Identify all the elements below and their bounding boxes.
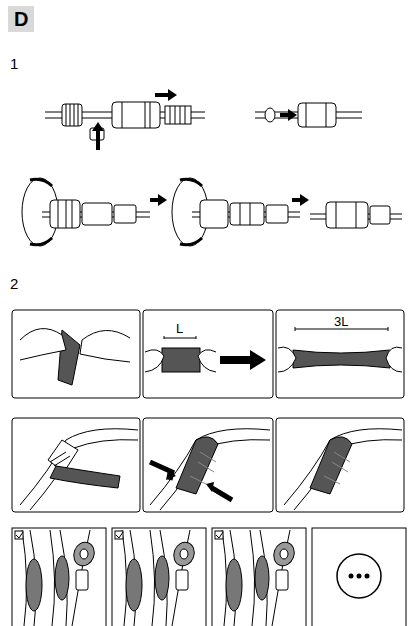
dimension-label: L	[174, 322, 185, 335]
section-letter: D	[8, 6, 34, 32]
step-number: 2	[10, 276, 18, 291]
dimension-label: 3L	[332, 315, 350, 328]
step-number: 1	[10, 56, 18, 71]
